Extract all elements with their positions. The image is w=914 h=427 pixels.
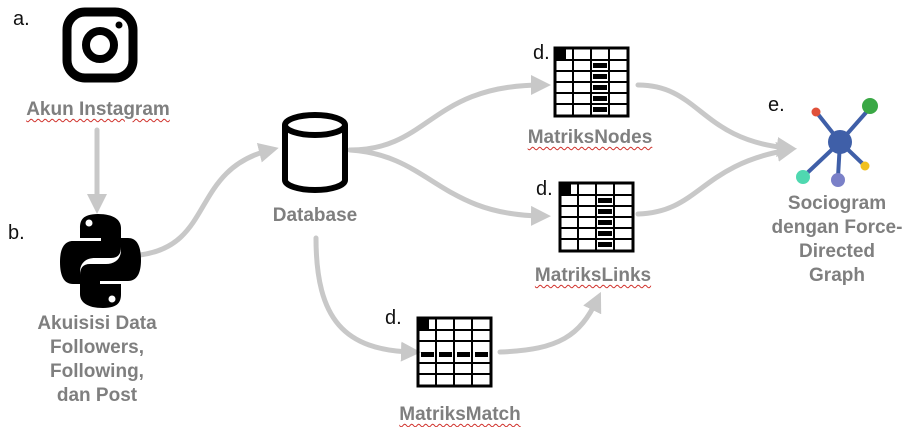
python-icon bbox=[60, 214, 141, 308]
sociogram-label: Sociogram dengan Force- Directed Graph bbox=[771, 193, 903, 286]
matriks-links-label: MatriksLinks bbox=[534, 265, 652, 286]
arrow-database-to-matriks-match bbox=[313, 235, 421, 362]
step-e-label: e. bbox=[768, 94, 785, 116]
database-icon bbox=[282, 112, 348, 193]
data-acquisition-label: Akuisisi Data Followers, Following, dan … bbox=[37, 313, 157, 406]
arrow-database-to-matriks-links bbox=[347, 147, 551, 226]
matrix-nodes-icon bbox=[553, 46, 630, 118]
database-label: Database bbox=[272, 205, 358, 226]
arrow-matriks-match-to-links bbox=[497, 291, 602, 355]
matrix-match-icon bbox=[416, 316, 493, 388]
step-d-links-label: d. bbox=[536, 178, 553, 200]
arrow-database-to-matriks-nodes bbox=[347, 75, 551, 153]
arrow-matriks-links-to-sociogram bbox=[635, 141, 797, 217]
instagram-icon bbox=[62, 7, 138, 83]
step-d-match-label: d. bbox=[385, 307, 402, 329]
matrix-links-icon bbox=[558, 181, 635, 253]
arrow-matriks-nodes-to-sociogram bbox=[635, 82, 797, 157]
matriks-match-label: MatriksMatch bbox=[399, 404, 521, 425]
instagram-account-label: Akun Instagram bbox=[26, 99, 170, 120]
arrow-acquisition-to-database bbox=[137, 142, 279, 258]
matriks-nodes-label: MatriksNodes bbox=[527, 127, 653, 148]
step-b-label: b. bbox=[8, 222, 25, 244]
network-graph-icon bbox=[796, 98, 878, 187]
step-a-label: a. bbox=[13, 8, 30, 30]
step-d-nodes-label: d. bbox=[533, 42, 550, 64]
